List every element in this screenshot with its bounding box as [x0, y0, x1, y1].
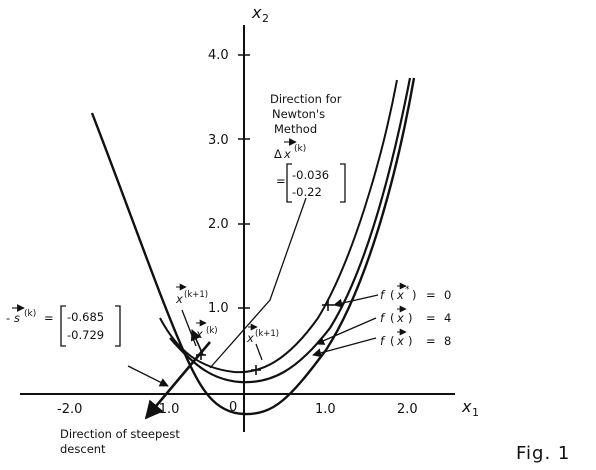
svg-text:=: =	[44, 311, 54, 325]
x-tick-label: -2.0	[57, 402, 82, 417]
svg-text:-0.685: -0.685	[67, 310, 104, 324]
svg-text:-0.729: -0.729	[67, 328, 104, 342]
newton-annotation: Direction for Newton's Method Δ x (k) = …	[270, 92, 346, 203]
svg-text:(: (	[390, 288, 395, 302]
svg-text:1: 1	[472, 406, 479, 419]
svg-text:=: =	[426, 288, 436, 302]
point-label-xk: x (k)	[195, 319, 218, 341]
svg-text:x: x	[283, 147, 291, 161]
figure-label: Fig. 1	[516, 443, 570, 464]
svg-text:2: 2	[262, 12, 269, 25]
y-axis-label: x 2	[251, 3, 269, 25]
svg-text:Direction of steepest: Direction of steepest	[60, 427, 180, 441]
x-tick-label: 1.0	[315, 402, 336, 417]
steepest-descent-arrow	[144, 341, 211, 420]
svg-text:x: x	[175, 292, 183, 306]
steepest-caption: Direction of steepest descent	[60, 427, 180, 456]
svg-text:-: -	[6, 311, 10, 325]
leader-lines	[127, 197, 379, 387]
svg-text:-0.036: -0.036	[292, 168, 329, 182]
svg-text:Newton's: Newton's	[272, 107, 325, 121]
svg-text:(k): (k)	[206, 326, 218, 336]
svg-text:(k): (k)	[294, 144, 306, 154]
point-label-xk1-upper: x (k+1)	[175, 283, 208, 306]
svg-text:(k): (k)	[24, 309, 36, 319]
svg-text:-0.22: -0.22	[292, 185, 322, 199]
svg-text:Method: Method	[274, 122, 317, 136]
steepest-vector-annotation: - s (k) = -0.685 -0.729	[6, 304, 121, 347]
svg-text:Direction for: Direction for	[270, 92, 342, 106]
svg-text:x: x	[396, 334, 404, 348]
contour-label-f4: f ( x ) = 4	[380, 305, 451, 325]
y-tick-label: 2.0	[208, 217, 229, 232]
svg-text:8: 8	[444, 334, 451, 348]
svg-text:(k+1): (k+1)	[255, 329, 279, 339]
svg-text:*: *	[405, 285, 410, 295]
svg-text:s: s	[14, 311, 20, 325]
svg-text:x: x	[195, 327, 203, 341]
x-tick-label: 0	[229, 400, 237, 415]
svg-text:f: f	[380, 288, 386, 302]
svg-text:x: x	[246, 331, 254, 345]
svg-text:=: =	[426, 334, 436, 348]
newton-direction-arrow	[190, 328, 204, 356]
svg-text:descent: descent	[60, 442, 106, 456]
svg-text:(: (	[390, 311, 395, 325]
svg-text:=: =	[426, 311, 436, 325]
svg-text:Δ: Δ	[274, 147, 282, 161]
svg-text:): )	[412, 288, 417, 302]
svg-text:(k+1): (k+1)	[184, 290, 208, 300]
contour-f0	[159, 79, 398, 374]
svg-text:(: (	[390, 334, 395, 348]
contour-f8	[90, 77, 416, 416]
svg-text:x: x	[251, 3, 262, 22]
svg-text:f: f	[380, 311, 386, 325]
svg-text:x: x	[396, 288, 404, 302]
svg-text:x: x	[461, 397, 472, 416]
svg-text:0: 0	[444, 288, 451, 302]
point-label-xk1-lower: x (k+1)	[246, 323, 279, 345]
y-tick-label: 3.0	[208, 133, 229, 148]
svg-text:f: f	[380, 334, 386, 348]
svg-text:): )	[408, 311, 413, 325]
y-tick-marks	[238, 54, 250, 309]
svg-text:4: 4	[444, 311, 451, 325]
x-axis-label: x 1	[461, 397, 479, 419]
contour-label-f8: f ( x ) = 8	[380, 328, 451, 348]
svg-text:=: =	[276, 174, 286, 188]
contour-label-f0: f ( x * ) = 0	[380, 282, 451, 302]
svg-text:): )	[408, 334, 413, 348]
x-tick-label: 2.0	[397, 402, 418, 417]
svg-text:x: x	[396, 311, 404, 325]
y-tick-label: 4.0	[208, 48, 229, 63]
y-tick-label: 1.0	[208, 301, 229, 316]
